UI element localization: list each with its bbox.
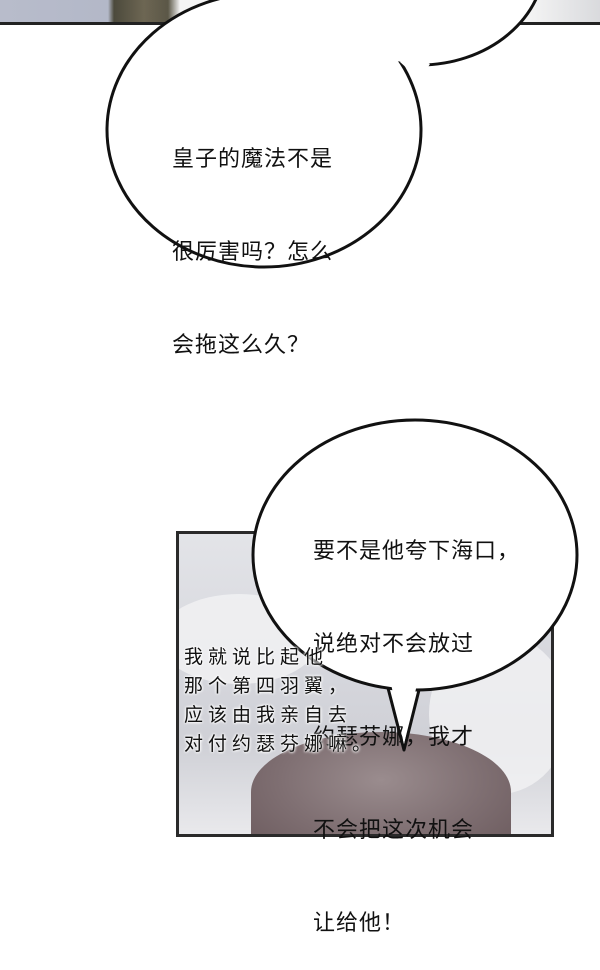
bubble-1-line: 皇子的魔法不是 [172, 147, 334, 172]
bubble-2-line: 要不是他夸下海口， [313, 539, 521, 564]
bubble-1-line: 会拖这么久？ [172, 333, 311, 358]
speech-bubble-1 [105, 0, 538, 269]
bubble-2-line: 让给他！ [313, 911, 406, 936]
bubble-1-line: 很厉害吗？怎么 [172, 240, 334, 265]
narration-text: 我就说比起他 那个第四羽翼， 应该由我亲自去 对付约瑟芬娜嘛。 [184, 643, 376, 759]
narration-line: 我就说比起他 [184, 646, 329, 668]
bubble-2-line: 约瑟芬娜，我才 [313, 725, 475, 750]
narration-line: 那个第四羽翼， [184, 675, 353, 697]
bubble-2-line: 说绝对不会放过 [313, 632, 475, 657]
bubble-1-text: 皇子的魔法不是 很厉害吗？怎么 会拖这么久？ [172, 82, 333, 392]
narration-line: 对付约瑟芬娜嘛。 [184, 733, 377, 755]
bubble-2-line: 不会把这次机会 [313, 818, 475, 843]
speech-bubble-2 [251, 418, 579, 752]
narration-line: 应该由我亲自去 [184, 704, 353, 726]
speech-bubbles [105, 0, 579, 752]
